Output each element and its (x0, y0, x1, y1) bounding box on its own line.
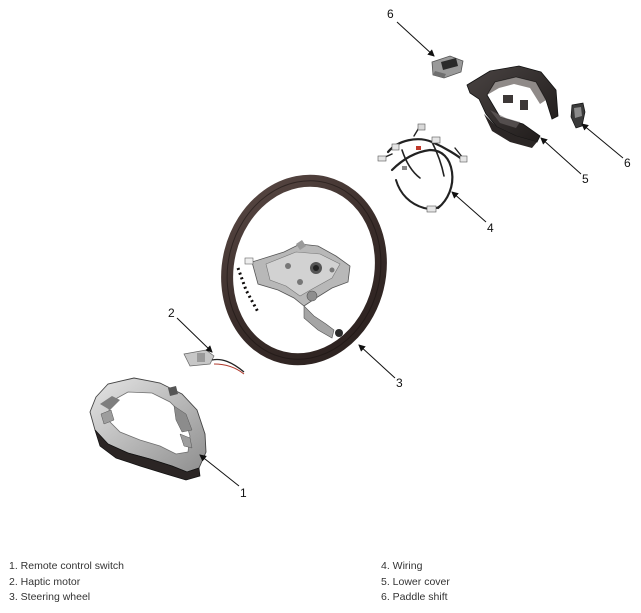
leader-line-3 (358, 344, 396, 379)
legend-item-wiring: 4. Wiring (381, 560, 423, 572)
legend-right-column: 4. Wiring 5. Lower cover 6. Paddle shift (381, 559, 450, 606)
wiring-harness-part (377, 123, 468, 213)
remote-control-switch-part (89, 377, 207, 481)
callout-number-4: 4 (487, 221, 494, 235)
leader-line-6-top (396, 21, 435, 57)
legend-item-haptic-motor: 2. Haptic motor (9, 575, 81, 588)
callout-number-3: 3 (396, 376, 403, 390)
callout-number-2: 2 (168, 306, 175, 320)
callout-number-6-right: 6 (624, 156, 631, 170)
legend-left-column: 1. Remote control switch 2. Haptic motor… (9, 559, 124, 606)
leader-line-2 (176, 317, 213, 353)
leader-line-5 (540, 137, 582, 175)
legend-item-steering-wheel: 3. Steering wheel (9, 591, 91, 603)
legend-item-remote-control-switch: 1. Remote control switch (9, 560, 124, 572)
haptic-motor-part (183, 349, 245, 375)
leader-line-1 (199, 454, 240, 487)
leader-line-6-right (581, 123, 624, 159)
steering-wheel-part (221, 174, 387, 366)
legend-item-lower-cover: 5. Lower cover (381, 575, 450, 588)
leader-lines (176, 21, 624, 487)
callout-number-5: 5 (582, 172, 589, 186)
legend-item-paddle-shift: 6. Paddle shift (381, 591, 448, 603)
leader-line-4 (451, 191, 487, 223)
callout-number-1: 1 (240, 486, 247, 500)
callout-number-6-top: 6 (387, 7, 394, 21)
paddle-shift-left-part (431, 55, 464, 79)
lower-cover-part (466, 65, 559, 148)
